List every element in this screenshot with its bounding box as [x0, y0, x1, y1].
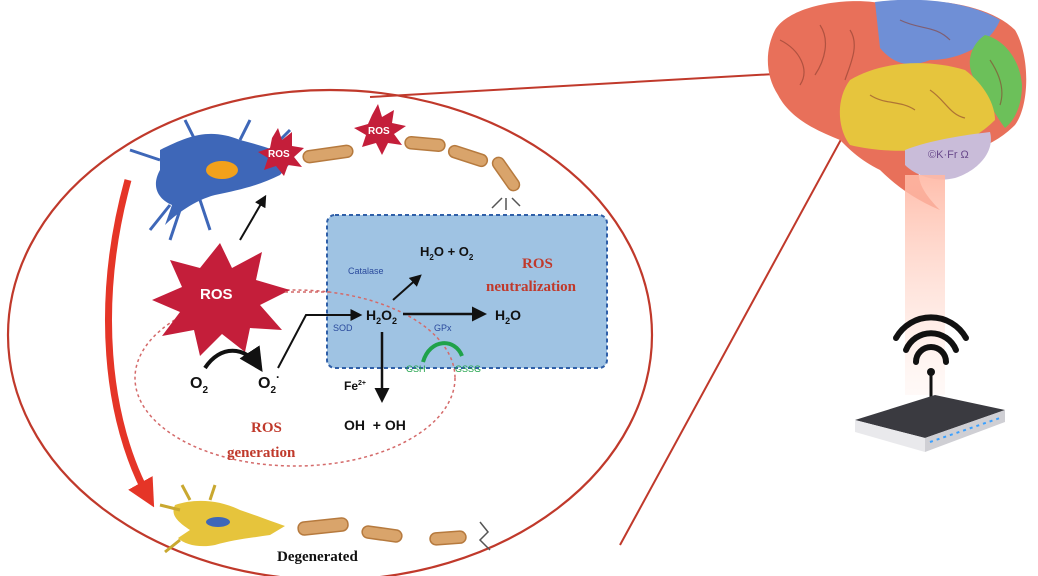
h2o: H [495, 307, 505, 323]
arrow-gsh-gssg [421, 341, 464, 363]
brain-watermark: ©K·Fr Ω [928, 149, 969, 161]
ros-generation-subtitle: generation [227, 445, 296, 461]
ros-burst-icon: ROS ROS [258, 104, 406, 176]
svg-text:H2O + O2: H2O + O2 [420, 244, 474, 262]
outer-ellipse [6, 88, 654, 576]
gsh-label: GSH [406, 364, 426, 374]
brain-icon: ©K·Fr Ω [767, 0, 1027, 210]
o2-right-sub: 2 [270, 385, 276, 396]
h2o-o2: H [420, 244, 429, 259]
o2-left: O [190, 375, 202, 392]
svg-text:O2·: O2· [258, 370, 280, 396]
h2o2: H [366, 307, 376, 323]
ros-neuron-label: ROS [268, 149, 290, 160]
wifi-router-icon [855, 372, 1005, 452]
svg-text:H2O2: H2O2 [366, 307, 397, 326]
ros-big-label: ROS [200, 286, 233, 303]
catalase-label: Catalase [348, 266, 384, 276]
svg-text:O2: O2 [190, 375, 208, 396]
zoom-line-bottom [619, 67, 881, 546]
arrow-ros-to-neuron [239, 194, 267, 241]
wifi-signal-icon [893, 314, 969, 376]
fe-label: Fe [344, 379, 358, 393]
oh-label: OH + OH [344, 417, 406, 433]
ros-axon-label: ROS [368, 126, 390, 137]
gpx-label: GPx [434, 323, 452, 333]
ros-star: ROS [152, 243, 290, 356]
sod-label: SOD [333, 323, 353, 333]
ros-neutralization-subtitle: neutralization [486, 279, 577, 295]
degeneration-arrow [105, 179, 155, 508]
o2-right-sup: · [276, 370, 280, 384]
signal-beam [905, 175, 945, 395]
arrow-o2-conversion [203, 345, 263, 373]
arrow-o2-to-h2o2 [277, 309, 363, 369]
ros-generation-ellipse [134, 289, 456, 467]
neuron-icon [129, 119, 521, 241]
degenerated-label: Degenerated [277, 549, 358, 565]
svg-text:Fe2+: Fe2+ [344, 379, 366, 393]
ros-generation-title: ROS [251, 420, 282, 436]
gssg-label: GSSG [455, 364, 481, 374]
degenerated-neuron-icon [159, 484, 491, 554]
o2-left-sub: 2 [202, 385, 208, 396]
o2-right: O [258, 375, 270, 392]
ros-neutralization-title: ROS [522, 256, 553, 272]
arrow-catalase [392, 274, 422, 301]
svg-text:H2O: H2O [495, 307, 521, 326]
